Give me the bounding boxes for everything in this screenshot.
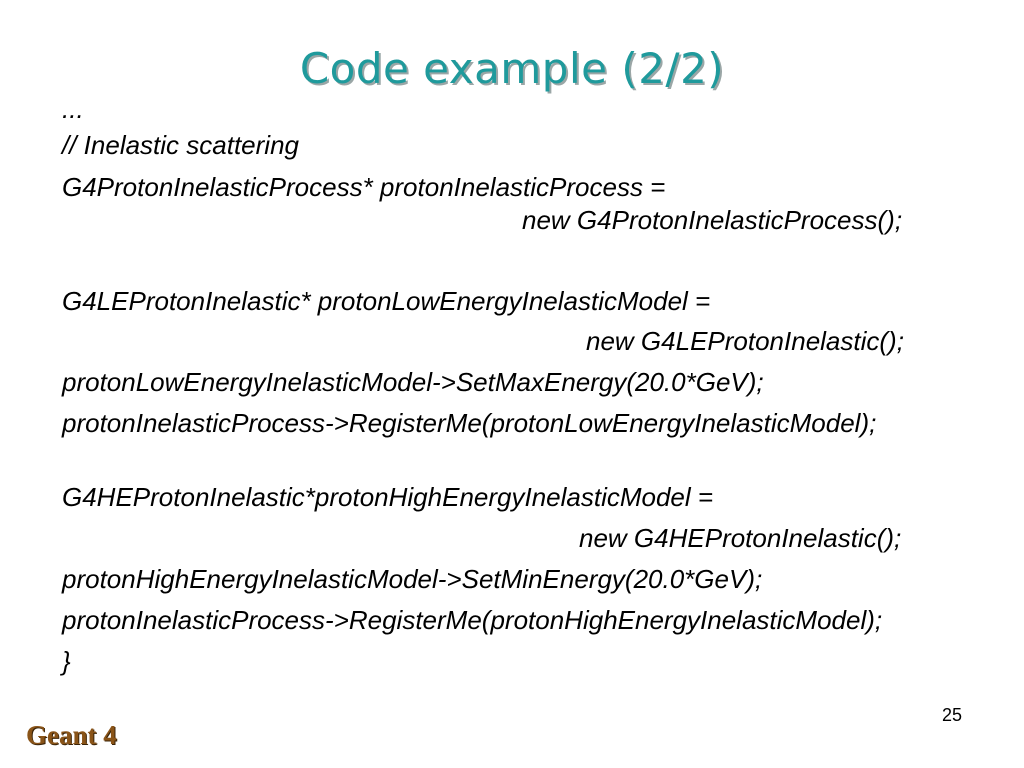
- code-line-process-decl: G4ProtonInelasticProcess* protonInelasti…: [62, 172, 666, 202]
- geant4-logo: Geant 4: [26, 720, 117, 750]
- code-line-ellipsis: ...: [62, 94, 84, 124]
- code-line-he-model-new: new G4HEProtonInelastic();: [579, 523, 902, 553]
- code-line-he-set-min: protonHighEnergyInelasticModel->SetMinEn…: [62, 564, 763, 594]
- code-line-le-model-decl: G4LEProtonInelastic* protonLowEnergyInel…: [62, 286, 711, 316]
- code-line-process-new: new G4ProtonInelasticProcess();: [522, 205, 903, 235]
- code-line-le-register: protonInelasticProcess->RegisterMe(proto…: [62, 408, 877, 438]
- code-line-closing-brace: }: [62, 646, 71, 676]
- code-line-he-model-decl: G4HEProtonInelastic*protonHighEnergyInel…: [62, 482, 714, 512]
- code-line-le-set-max: protonLowEnergyInelasticModel->SetMaxEne…: [62, 367, 764, 397]
- code-line-le-model-new: new G4LEProtonInelastic();: [586, 326, 904, 356]
- code-line-comment: // Inelastic scattering: [62, 130, 299, 160]
- slide-title: Code example (2/2): [299, 44, 725, 93]
- code-line-he-register: protonInelasticProcess->RegisterMe(proto…: [62, 605, 883, 635]
- page-number: 25: [941, 705, 962, 725]
